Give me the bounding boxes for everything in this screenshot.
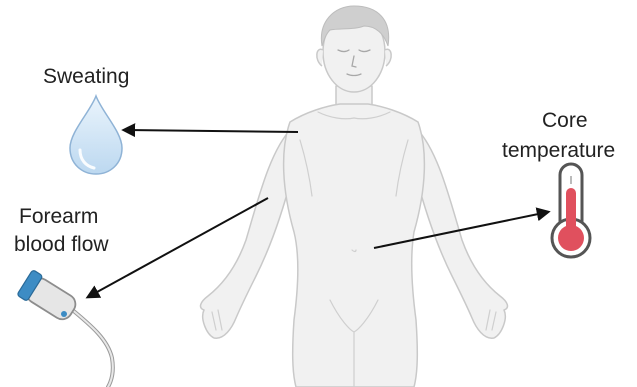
core-temperature-label-line2: temperature <box>502 138 615 164</box>
ultrasound-probe-icon <box>17 270 113 387</box>
water-droplet-icon <box>70 96 122 174</box>
right-ear <box>385 49 391 66</box>
human-figure <box>201 12 508 387</box>
left-ear <box>317 49 323 66</box>
right-arm <box>416 128 507 338</box>
core-temperature-label-line1: Core <box>542 108 588 134</box>
left-arm <box>201 128 292 338</box>
forearm-blood-flow-label-line2: blood flow <box>14 232 109 258</box>
thermometer-icon <box>552 164 590 257</box>
sweating-label: Sweating <box>43 64 129 90</box>
arrow-to-sweating <box>124 130 298 132</box>
forearm-blood-flow-label-line1: Forearm <box>19 204 98 230</box>
